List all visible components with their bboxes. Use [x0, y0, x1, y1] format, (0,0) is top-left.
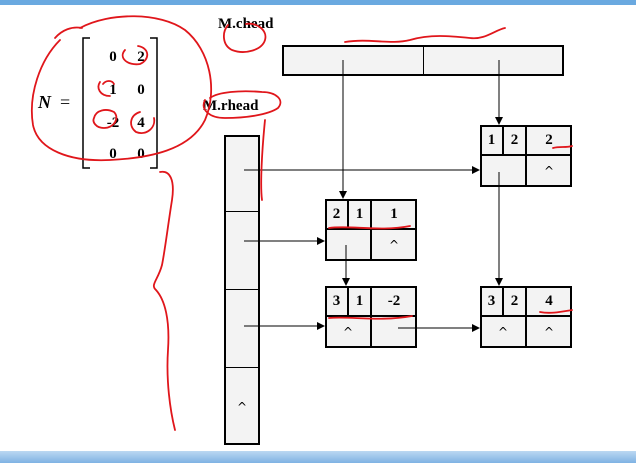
- matrix-circle-annotation: [31, 15, 212, 162]
- row-head-divider: [224, 211, 260, 212]
- node-right-pointer: ^: [526, 155, 572, 187]
- matrix-name: N: [38, 92, 51, 112]
- matrix-cell: 2: [137, 48, 145, 65]
- node-value: -2: [371, 286, 417, 316]
- node-col: 1: [348, 286, 371, 316]
- rhead-label: M.rhead: [203, 98, 259, 114]
- window-bottom-bar: [0, 451, 636, 463]
- matrix-cell: 0: [109, 145, 117, 162]
- row-head-divider: [224, 289, 260, 290]
- matrix-cell: 4: [137, 114, 145, 131]
- row-head-null-caret: ^: [236, 400, 248, 414]
- node-col: 2: [503, 125, 526, 155]
- node-right-pointer: [371, 316, 417, 348]
- matrix-cell: 0: [137, 81, 145, 98]
- matrix-cell: 0: [137, 145, 145, 162]
- node-value: 2: [526, 125, 572, 155]
- node-col: 2: [503, 286, 526, 316]
- node-value: 4: [526, 286, 572, 316]
- column-head-divider: [423, 45, 424, 76]
- row-head-divider: [224, 367, 260, 368]
- node-row: 3: [325, 286, 348, 316]
- node-row: 1: [480, 125, 503, 155]
- matrix-cell: 1: [109, 81, 117, 98]
- pointer-arrows: [244, 60, 503, 332]
- node-down-pointer: ^: [325, 316, 371, 348]
- node-down-pointer: [325, 229, 371, 261]
- node-row: 2: [325, 199, 348, 229]
- row-head-array: [224, 135, 260, 445]
- handwritten-annotations: [31, 15, 573, 431]
- node-down-pointer: [480, 155, 526, 187]
- matrix-brackets: [82, 37, 158, 169]
- window-top-bar: [0, 0, 636, 5]
- matrix-equals: =: [60, 92, 71, 112]
- matrix-cell: 0: [109, 48, 117, 65]
- node-right-pointer: ^: [371, 229, 417, 261]
- node-down-pointer: ^: [480, 316, 526, 348]
- node-right-pointer: ^: [526, 316, 572, 348]
- node-row: 3: [480, 286, 503, 316]
